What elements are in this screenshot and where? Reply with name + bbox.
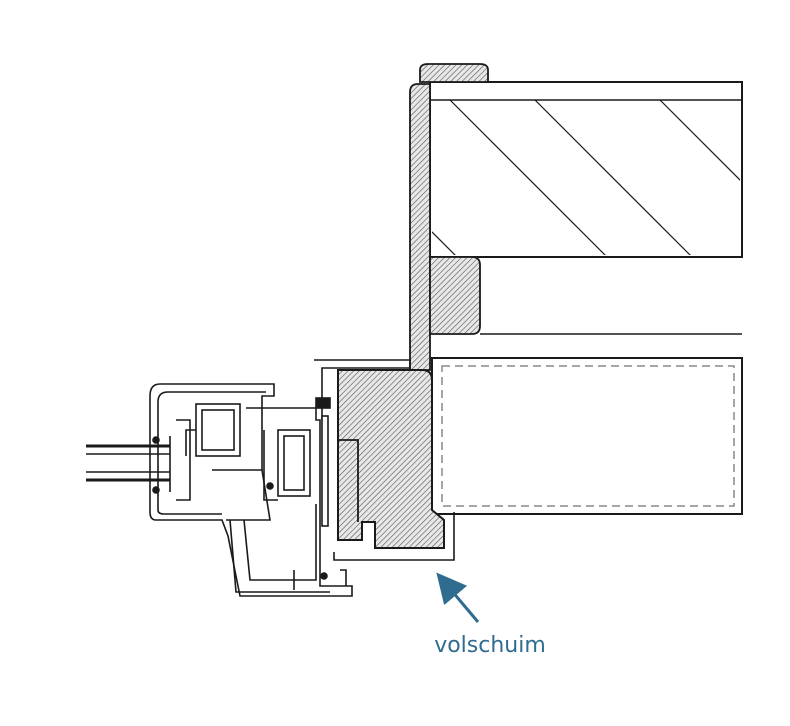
annotation-label: volschuim — [434, 633, 546, 658]
lintel-block — [429, 81, 743, 258]
hatched-frame-piece — [337, 369, 445, 549]
foam-outline — [314, 359, 411, 420]
hatched-insert — [429, 256, 481, 335]
foam-bottom-outline — [333, 512, 455, 561]
window-profile — [86, 383, 353, 597]
frame-recess — [338, 439, 359, 522]
vertical-hatched-post — [409, 83, 431, 371]
lower-block — [431, 357, 743, 515]
middle-band-lines — [430, 333, 742, 359]
annotation-arrow — [436, 572, 480, 623]
top-cap — [419, 63, 489, 83]
